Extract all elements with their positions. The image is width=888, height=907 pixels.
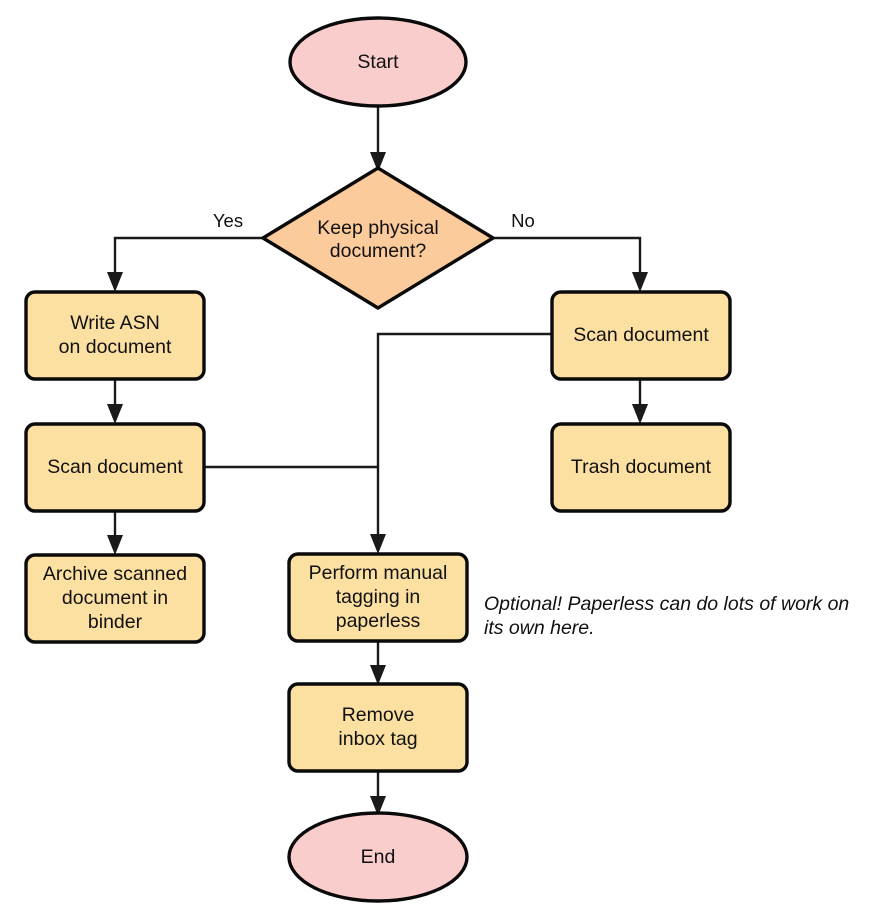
- node-archive-label-line1: Archive scanned: [43, 563, 187, 585]
- node-start[interactable]: Start: [288, 16, 468, 108]
- node-end-label: End: [361, 846, 396, 868]
- write-asn-box: [24, 290, 206, 381]
- edge-label-yes: Yes: [213, 210, 243, 231]
- node-start-label: Start: [357, 51, 399, 73]
- arrowhead-icon: [370, 665, 386, 685]
- node-archive-scanned-document[interactable]: Archive scanned document in binder: [24, 553, 206, 644]
- node-scan-document-left[interactable]: Scan document: [24, 422, 206, 513]
- trash-document-box: [550, 422, 732, 513]
- arrowhead-icon: [632, 404, 648, 424]
- node-manual-tagging-label-line2: tagging in: [336, 586, 421, 608]
- edge-scan-left-to-archive: [107, 511, 123, 555]
- node-scan-left-label: Scan document: [47, 456, 183, 478]
- node-scan-document-right[interactable]: Scan document: [550, 290, 732, 381]
- arrowhead-icon: [107, 272, 123, 292]
- arrowhead-icon: [107, 404, 123, 424]
- node-decision-label-line2: document?: [330, 240, 427, 262]
- edge-manual-tagging-to-remove-inbox: [370, 641, 386, 685]
- remove-inbox-tag-box: [287, 682, 469, 773]
- node-trash-label: Trash document: [571, 456, 712, 478]
- node-write-asn[interactable]: Write ASN on document: [24, 290, 206, 381]
- node-decision-label-line1: Keep physical: [317, 217, 438, 239]
- edge-label-no: No: [511, 210, 535, 231]
- arrowhead-icon: [370, 152, 386, 172]
- edge-start-to-decision: [370, 102, 386, 172]
- decision-diamond: [261, 166, 495, 310]
- arrowhead-icon: [370, 796, 386, 816]
- node-manual-tagging-label-line1: Perform manual: [309, 562, 448, 584]
- node-keep-physical-document-decision[interactable]: Keep physical document?: [261, 166, 495, 310]
- node-trash-document[interactable]: Trash document: [550, 422, 732, 513]
- note-line-1: Optional! Paperless can do lots of work …: [484, 593, 849, 615]
- node-write-asn-label-line1: Write ASN: [70, 312, 160, 334]
- node-remove-inbox-label-line2: inbox tag: [338, 728, 417, 750]
- archive-box: [24, 553, 206, 644]
- node-archive-label-line2: document in: [62, 587, 168, 609]
- note-line-2: its own here.: [484, 617, 595, 639]
- edge-decision-to-scan-right: [493, 236, 648, 292]
- node-remove-inbox-tag[interactable]: Remove inbox tag: [287, 682, 469, 773]
- scan-document-left-box: [24, 422, 206, 513]
- node-scan-right-label: Scan document: [573, 324, 709, 346]
- node-end[interactable]: End: [287, 811, 469, 903]
- arrowhead-icon: [107, 535, 123, 555]
- manual-tagging-box: [287, 552, 469, 643]
- node-perform-manual-tagging[interactable]: Perform manual tagging in paperless: [287, 552, 469, 643]
- scan-document-right-box: [550, 290, 732, 381]
- edge-scan-right-to-trash: [632, 379, 648, 424]
- annotation-note: Optional! Paperless can do lots of work …: [484, 593, 849, 639]
- edge-decision-to-write-asn: [107, 236, 263, 292]
- end-ellipse: [287, 811, 469, 903]
- node-archive-label-line3: binder: [88, 611, 143, 633]
- edge-write-asn-to-scan-left: [107, 379, 123, 424]
- edge-scan-right-to-manual-tagging: [370, 332, 552, 554]
- start-ellipse: [288, 16, 468, 108]
- node-remove-inbox-label-line1: Remove: [342, 704, 415, 726]
- node-write-asn-label-line2: on document: [59, 336, 172, 358]
- edge-remove-inbox-to-end: [370, 771, 386, 816]
- node-manual-tagging-label-line3: paperless: [336, 610, 421, 632]
- arrowhead-icon: [632, 272, 648, 292]
- arrowhead-icon: [370, 534, 386, 554]
